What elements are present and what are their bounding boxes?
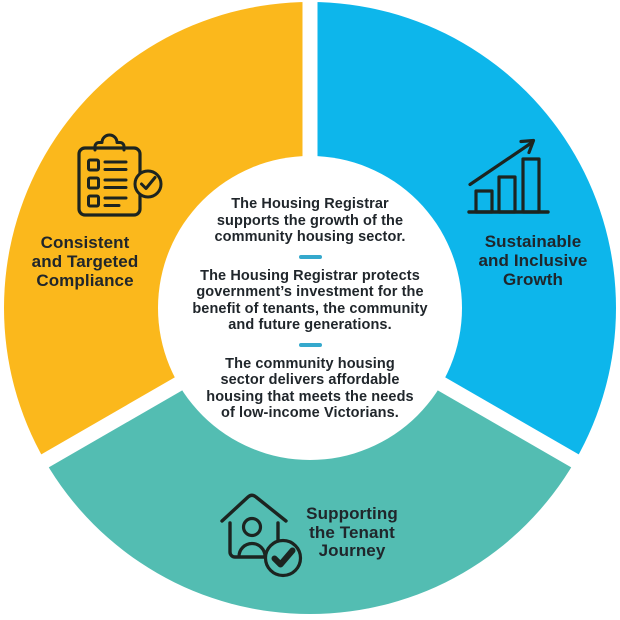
center-divider (298, 342, 322, 347)
person-shoulders (237, 541, 267, 559)
person-head (241, 516, 263, 538)
label-sustainable-inclusive-growth: Sustainable and Inclusive Growth (478, 232, 588, 289)
checkmark-icon (140, 176, 157, 190)
segment-tenant (45, 308, 575, 614)
center-paragraph-1: The Housing Registrar supports the growt… (214, 196, 406, 245)
house-roof (220, 493, 288, 523)
label-consistent-targeted-compliance: Consistent and Targeted Compliance (31, 233, 139, 290)
center-paragraph-3: The community housing sector delivers af… (206, 355, 414, 422)
checklist-clipboard-icon (77, 133, 163, 217)
center-circle (158, 156, 462, 460)
bar-chart-growth-icon (467, 138, 550, 214)
label-supporting-tenant-journey: Supporting the Tenant Journey (306, 504, 398, 560)
center-text-block: The Housing Registrar supports the growt… (170, 196, 450, 422)
center-paragraph-2: The Housing Registrar protects governmen… (192, 267, 428, 334)
arrow-head-icon (519, 138, 536, 155)
checkmark-icon (271, 547, 296, 568)
house-tenant-check-icon (220, 493, 303, 578)
center-divider (298, 254, 322, 259)
arrow-line (468, 140, 534, 187)
